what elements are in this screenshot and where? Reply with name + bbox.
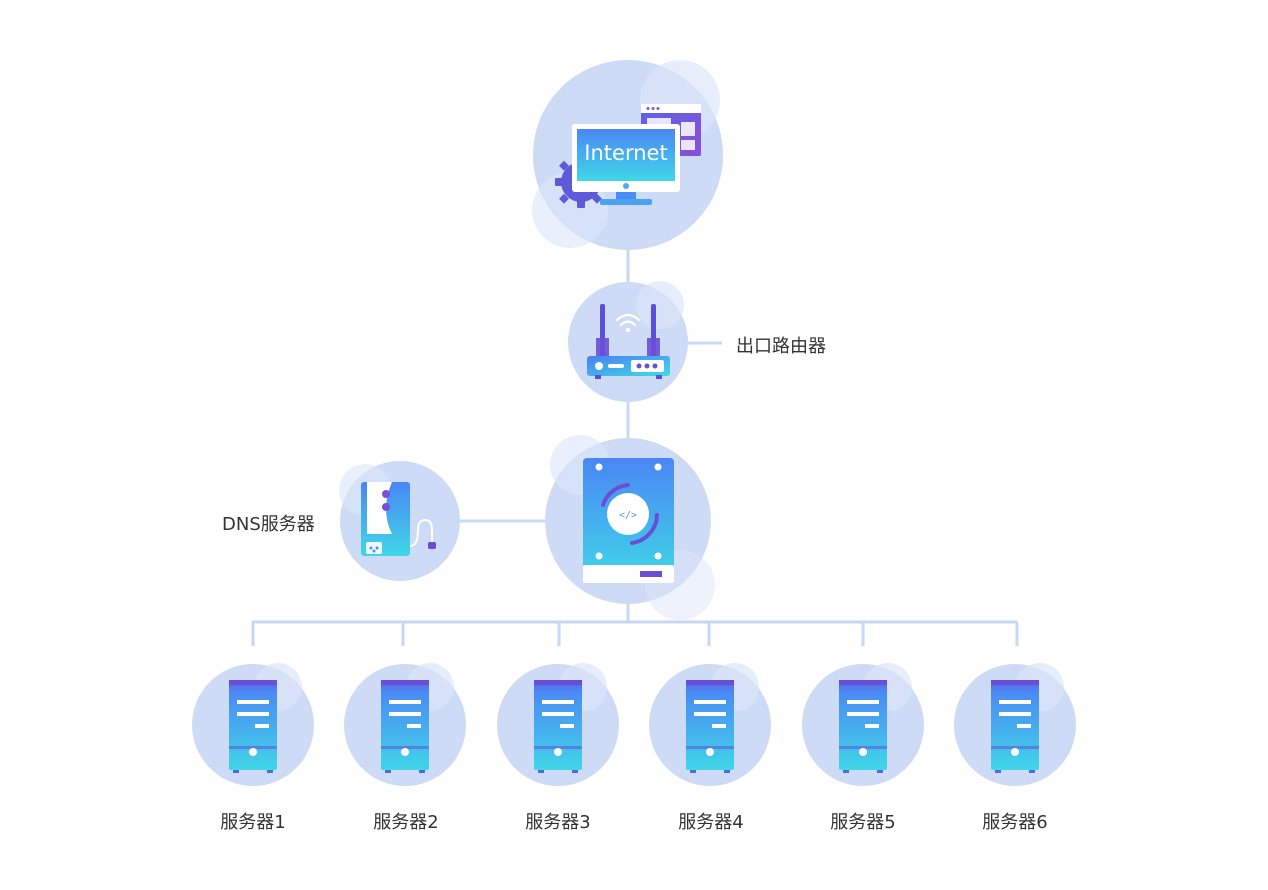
server-tower-icon [381, 680, 429, 773]
internet-node: Internet [532, 60, 723, 250]
dns-server-icon [361, 482, 436, 556]
server-label-3: 服务器3 [525, 812, 591, 833]
server-label-4: 服务器4 [678, 812, 744, 833]
server-tower-icon [991, 680, 1039, 773]
circle-highlight [636, 281, 684, 329]
core-server-node: </> [545, 435, 715, 620]
server-label-1: 服务器1 [220, 812, 286, 833]
server-label-2: 服务器2 [373, 812, 439, 833]
server-node-4 [649, 663, 771, 786]
dns-node [339, 461, 460, 581]
wifi-icon [615, 313, 641, 332]
connectors [251, 248, 1019, 646]
storage-device-icon: </> [583, 458, 674, 583]
monitor-icon: Internet [572, 124, 680, 205]
server-label-6: 服务器6 [982, 812, 1048, 833]
server-node-2 [344, 663, 466, 786]
server-label-5: 服务器5 [830, 812, 896, 833]
server-node-6 [954, 663, 1076, 786]
disk-arc-icon [601, 483, 630, 507]
server-tower-icon [534, 680, 582, 773]
server-tower-icon [839, 680, 887, 773]
server-tower-icon [229, 680, 277, 773]
server-node-1 [192, 663, 314, 786]
internet-screen-text: Internet [584, 141, 667, 165]
router-label: 出口路由器 [736, 336, 826, 357]
router-icon [587, 304, 670, 379]
server-tower-icon [686, 680, 734, 773]
router-node [568, 281, 688, 402]
dns-label: DNS服务器 [222, 514, 315, 535]
server-node-group [192, 663, 1076, 786]
power-cable-icon [409, 518, 433, 547]
server-node-5 [802, 663, 924, 786]
code-symbol-icon: </> [619, 510, 637, 521]
server-node-3 [497, 663, 619, 786]
